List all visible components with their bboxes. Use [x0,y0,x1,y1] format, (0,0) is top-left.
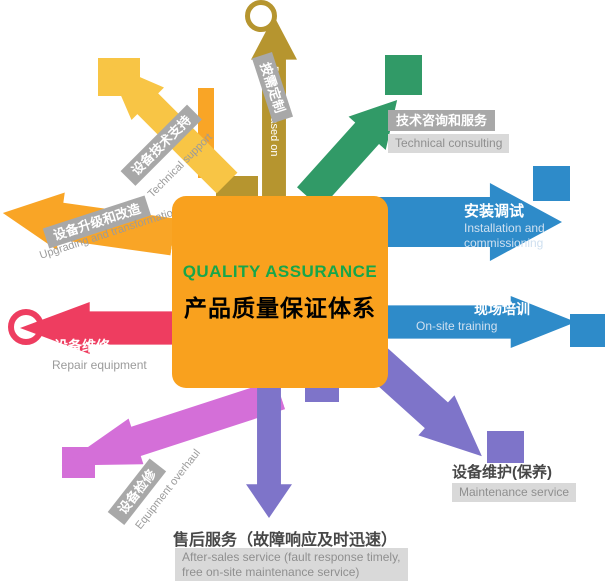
training-accent-square [570,314,605,347]
center-title-en: QUALITY ASSURANCE [182,261,378,281]
consulting-en-label: Technical consulting [388,134,510,153]
after-sales-en-label: After-sales service (fault response time… [175,548,408,581]
after-sales-en-line1: After-sales service (fault response time… [182,550,401,564]
demand-swirl-icon [245,0,277,32]
maintenance-accent-square [487,431,524,463]
repair-zh-label: 设备维修 [54,338,110,354]
install-en-label: Installation and commissioning [464,221,545,251]
install-zh-label: 安装调试 [464,203,525,220]
maintenance-zh-label: 设备维护(保养) [452,464,552,481]
center-box: QUALITY ASSURANCE 产品质量保证体系 [172,196,388,388]
repair-en-label: Repair equipment [52,358,147,372]
training-en-label: On-site training [416,319,498,333]
consulting-accent-square [385,55,422,95]
install-accent-square [533,166,570,201]
install-en-line2: commissioning [464,236,544,250]
install-en-line1: Installation and [464,221,545,235]
demand-zh-label: 按需定制 [252,52,294,124]
after-sales-en-line2: free on-site maintenance service) [182,565,360,579]
training-zh-label: 现场培训 [474,301,530,317]
center-title-zh: 产品质量保证体系 [184,294,376,321]
after-sales-zh-label: 售后服务（故障响应及时迅速） [172,532,397,549]
maintenance-en-label: Maintenance service [452,483,577,502]
consulting-zh-label: 技术咨询和服务 [388,110,496,131]
